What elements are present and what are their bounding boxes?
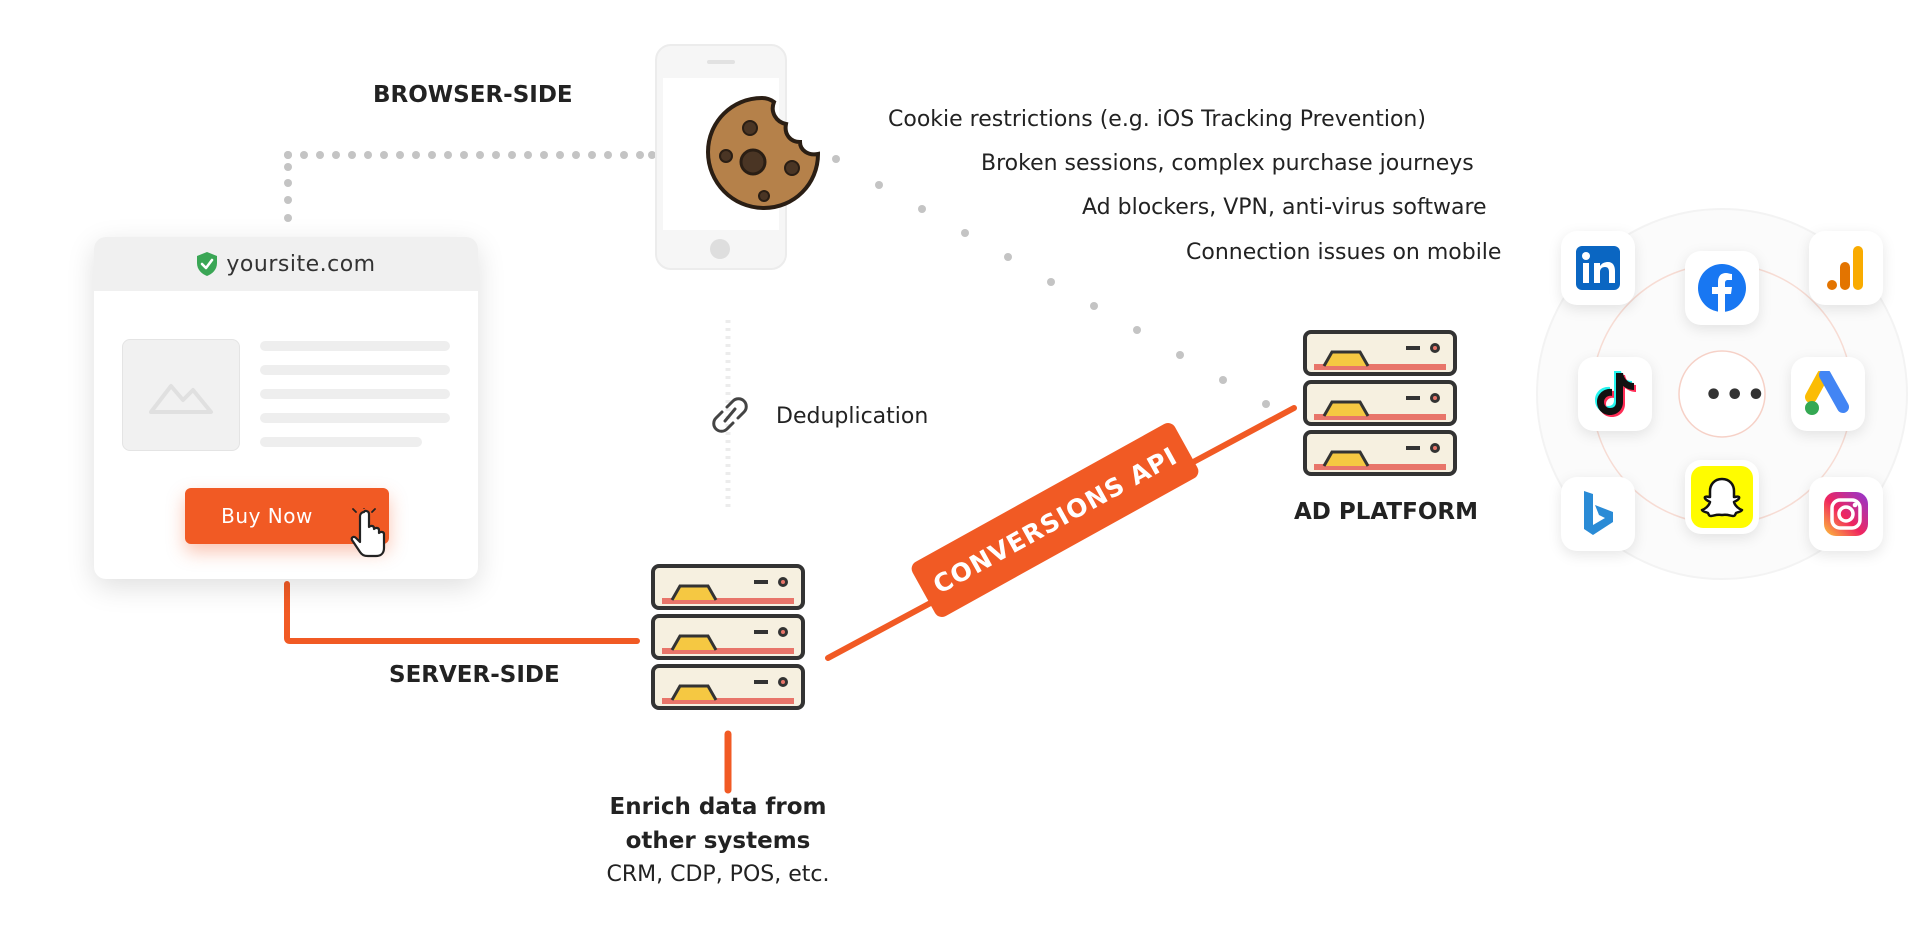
facebook-icon	[1685, 251, 1759, 325]
enrich-title-line1: Enrich data from	[609, 794, 827, 820]
browser-window: yoursite.com Buy Now	[94, 237, 478, 579]
text-line	[260, 389, 450, 399]
server-icon	[651, 564, 805, 710]
link-icon	[712, 397, 748, 433]
bing-icon	[1561, 477, 1635, 551]
issue-ad-blockers: Ad blockers, VPN, anti-virus software	[1082, 195, 1487, 220]
ad-platform-label: AD PLATFORM	[1294, 499, 1478, 525]
enrich-subtitle: CRM, CDP, POS, etc.	[606, 862, 830, 887]
issue-cookie-restrictions: Cookie restrictions (e.g. iOS Tracking P…	[888, 107, 1426, 132]
phone-to-ad-dotted-path	[832, 155, 1270, 408]
browser-address-bar: yoursite.com	[94, 237, 478, 291]
issue-broken-sessions: Broken sessions, complex purchase journe…	[981, 151, 1474, 176]
browser-url: yoursite.com	[226, 251, 376, 277]
enrich-title-line2: other systems	[625, 828, 811, 854]
enrich-block: Enrich data from other systems CRM, CDP,…	[598, 790, 838, 892]
instagram-icon	[1809, 477, 1883, 551]
text-line	[260, 341, 450, 351]
image-placeholder	[122, 339, 240, 451]
browser-side-dotted-path	[284, 151, 656, 222]
more-icon: •••	[1704, 378, 1768, 413]
cookie-icon	[705, 95, 821, 211]
buy-now-button[interactable]: Buy Now	[185, 488, 389, 544]
buy-now-label: Buy Now	[221, 504, 313, 528]
text-line	[260, 437, 422, 447]
phone-home-button	[710, 239, 730, 259]
google-ads-icon	[1791, 357, 1865, 431]
secure-shield-icon	[197, 252, 218, 276]
text-line	[260, 413, 450, 423]
issue-connection-mobile: Connection issues on mobile	[1186, 240, 1502, 265]
ad-platform-server-icon	[1303, 330, 1457, 476]
hand-cursor-icon	[350, 508, 386, 558]
deduplication-label: Deduplication	[776, 404, 929, 429]
server-side-label: SERVER-SIDE	[389, 662, 560, 688]
browser-side-label: BROWSER-SIDE	[373, 82, 573, 108]
snapchat-icon	[1685, 460, 1759, 534]
server-side-path	[284, 581, 640, 644]
tiktok-icon	[1578, 357, 1652, 431]
text-line	[260, 365, 450, 375]
google-analytics-icon	[1809, 231, 1883, 305]
image-placeholder-icon	[149, 384, 213, 414]
phone-speaker	[707, 60, 735, 64]
linkedin-icon	[1561, 231, 1635, 305]
